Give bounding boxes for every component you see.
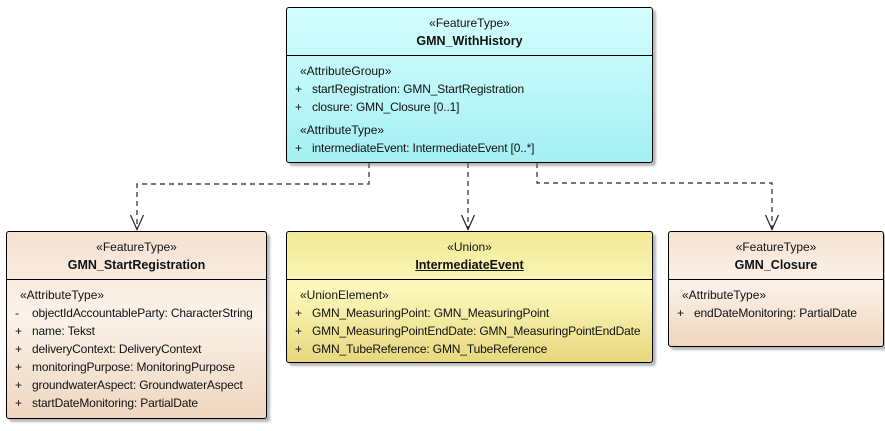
attribute-section-stereotype: «AttributeGroup» — [300, 64, 392, 78]
class-box-gmn-closure[interactable]: «FeatureType» GMN_Closure «AttributeType» +… — [668, 231, 884, 347]
attribute-row: + endDateMonitoring: PartialDate — [669, 304, 883, 322]
attribute-row: + startDateMonitoring: PartialDate — [7, 394, 266, 412]
attribute-section-stereotype: «AttributeType» — [300, 123, 385, 137]
open-arrowhead-icon — [764, 214, 780, 231]
attribute-visibility: + — [15, 324, 22, 338]
class-attributes-compartment: «AttributeGroup» + startRegistration: GMN_… — [287, 56, 652, 157]
attribute-text: intermediateEvent: IntermediateEvent [0.… — [312, 141, 535, 155]
attribute-row: + GMN_TubeReference: GMN_TubeReference — [287, 340, 652, 358]
class-attributes-compartment: «UnionElement» + GMN_MeasuringPoint: GMN_M… — [287, 280, 652, 358]
attribute-row: + monitoringPurpose: MonitoringPurpose — [7, 358, 266, 376]
class-box-gmn-startregistration[interactable]: «FeatureType» GMN_StartRegistration «Attri… — [6, 231, 267, 419]
class-stereotype: «FeatureType» — [429, 16, 510, 30]
attribute-section-stereotype: «AttributeType» — [682, 288, 767, 302]
class-box-intermediateevent[interactable]: «Union» IntermediateEvent «UnionElement» + G… — [286, 231, 653, 363]
class-stereotype: «Union» — [447, 240, 492, 254]
class-stereotype: «FeatureType» — [96, 240, 177, 254]
attribute-visibility: + — [15, 396, 22, 410]
class-attributes-compartment: «AttributeType»-objectIdAccountableParty… — [7, 280, 266, 412]
class-stereotype: «FeatureType» — [735, 240, 817, 254]
attribute-visibility: + — [295, 306, 302, 320]
attribute-row: + name: Tekst — [7, 322, 266, 340]
attribute-text: startRegistration: GMN_StartRegistration — [312, 82, 525, 96]
attribute-row: + GMN_MeasuringPoint: GMN_MeasuringPoint — [287, 304, 652, 322]
attribute-text: objectIdAccountableParty: CharacterStrin… — [32, 306, 253, 320]
class-name: IntermediateEvent — [415, 258, 524, 272]
attribute-row: + deliveryContext: DeliveryContext — [7, 340, 266, 358]
class-box-gmn-withhistory[interactable]: «FeatureType» GMN_WithHistory «AttributeGr… — [286, 7, 653, 163]
attribute-text: GMN_MeasuringPointEndDate: GMN_Measuring… — [312, 324, 641, 338]
class-header: «FeatureType» GMN_WithHistory — [287, 8, 652, 56]
attribute-visibility: + — [295, 100, 302, 114]
connector-withhistory-to-closure[interactable] — [536, 163, 780, 231]
attribute-text: GMN_TubeReference: GMN_TubeReference — [312, 342, 548, 356]
attribute-visibility: - — [15, 306, 19, 320]
attribute-visibility: + — [295, 82, 302, 96]
attribute-text: GMN_MeasuringPoint: GMN_MeasuringPoint — [312, 306, 550, 320]
attribute-row: + closure: GMN_Closure [0..1] — [287, 98, 652, 116]
attribute-visibility: + — [677, 306, 684, 320]
connector-withhistory-to-intermediateevent[interactable] — [460, 163, 476, 231]
attribute-text: groundwaterAspect: GroundwaterAspect — [32, 378, 243, 392]
attribute-section-stereotype: «AttributeType» — [20, 288, 105, 302]
attribute-row: -objectIdAccountableParty: CharacterStri… — [7, 304, 266, 322]
attribute-visibility: + — [295, 141, 302, 155]
connector-withhistory-to-startregistration[interactable] — [129, 163, 370, 231]
class-header: «Union» IntermediateEvent — [287, 232, 652, 280]
open-arrowhead-icon — [460, 214, 476, 231]
connector-line[interactable] — [536, 163, 773, 228]
attribute-row: + GMN_MeasuringPointEndDate: GMN_Measurin… — [287, 322, 652, 340]
class-name: GMN_WithHistory — [416, 34, 523, 48]
attribute-visibility: + — [295, 324, 302, 338]
attribute-row: + groundwaterAspect: GroundwaterAspect — [7, 376, 266, 394]
attribute-text: startDateMonitoring: PartialDate — [32, 396, 198, 410]
connector-line[interactable] — [136, 163, 370, 228]
attribute-section-stereotype: «UnionElement» — [300, 288, 389, 302]
attribute-visibility: + — [295, 342, 302, 356]
attribute-text: deliveryContext: DeliveryContext — [32, 342, 202, 356]
attribute-visibility: + — [15, 342, 22, 356]
attribute-row: + startRegistration: GMN_StartRegistratio… — [287, 80, 652, 98]
attribute-text: monitoringPurpose: MonitoringPurpose — [32, 360, 235, 374]
attribute-text: endDateMonitoring: PartialDate — [694, 306, 857, 320]
attribute-text: name: Tekst — [32, 324, 95, 338]
class-header: «FeatureType» GMN_StartRegistration — [7, 232, 266, 280]
attribute-visibility: + — [15, 360, 22, 374]
open-arrowhead-icon — [129, 214, 145, 231]
attribute-visibility: + — [15, 378, 22, 392]
class-header: «FeatureType» GMN_Closure — [669, 232, 883, 280]
class-attributes-compartment: «AttributeType» + endDateMonitoring: Parti… — [669, 280, 883, 322]
class-name: GMN_StartRegistration — [67, 258, 206, 272]
attribute-row: + intermediateEvent: IntermediateEvent [0… — [287, 139, 652, 157]
class-name: GMN_Closure — [734, 258, 818, 272]
attribute-text: closure: GMN_Closure [0..1] — [312, 100, 460, 114]
